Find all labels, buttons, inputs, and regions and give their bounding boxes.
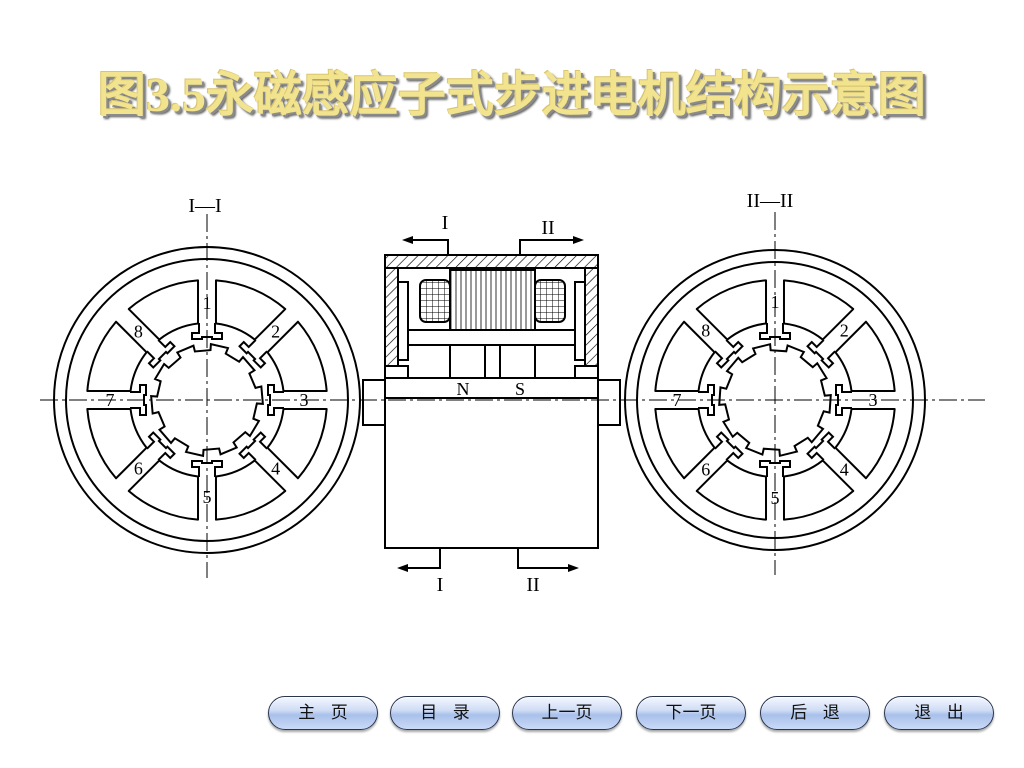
arrow-top-right-label: II bbox=[541, 217, 554, 239]
stator-pole-tip bbox=[238, 339, 268, 369]
pole-number-label: 8 bbox=[134, 321, 143, 341]
stator-slot-block bbox=[86, 320, 148, 393]
stator-pole-tip bbox=[806, 339, 836, 369]
pole-number-label: 7 bbox=[673, 390, 682, 410]
pole-tip-outline bbox=[146, 339, 176, 369]
pole-tip-outline bbox=[714, 339, 744, 369]
stator-slot-block bbox=[695, 459, 768, 521]
stator-slot-block bbox=[127, 459, 200, 521]
housing-top-wall bbox=[384, 254, 599, 269]
arrow-top-left bbox=[402, 236, 449, 255]
section-label-right: II—II bbox=[747, 190, 794, 212]
stator-pole-tip bbox=[146, 431, 176, 461]
stator-slot-block bbox=[654, 320, 716, 393]
arrow-bottom-right-label: II bbox=[526, 574, 539, 596]
arrow-top-left-label: I bbox=[442, 212, 449, 234]
pole-tip-outline bbox=[806, 431, 836, 461]
pole-tip-outline bbox=[238, 431, 268, 461]
housing-left-wall bbox=[384, 267, 399, 367]
pole-number-label: 4 bbox=[840, 459, 849, 479]
stator-slot-block bbox=[695, 279, 768, 341]
lower-housing bbox=[384, 397, 599, 549]
page-title: 图3.5永磁感应子式步进电机结构示意图 bbox=[97, 69, 926, 122]
pole-number-label: 6 bbox=[134, 459, 143, 479]
pole-tip-outline bbox=[806, 339, 836, 369]
inner-left-plate bbox=[397, 281, 409, 361]
previous-page-button[interactable]: 上一页 bbox=[512, 696, 622, 730]
pole-number-label: 3 bbox=[869, 390, 878, 410]
stator-slot-block bbox=[127, 279, 200, 341]
stator-pole-tip bbox=[238, 431, 268, 461]
magnet-base-plate bbox=[407, 329, 576, 346]
home-button[interactable]: 主 页 bbox=[268, 696, 378, 730]
permanent-magnet bbox=[449, 269, 536, 331]
stator-slot-block bbox=[266, 407, 328, 480]
coil-left bbox=[419, 279, 451, 323]
stator-pole-tip bbox=[806, 431, 836, 461]
stator-pole-tip bbox=[714, 339, 744, 369]
pole-number-label: 6 bbox=[701, 459, 710, 479]
stator-slot-block bbox=[86, 407, 148, 480]
center-lines bbox=[40, 212, 985, 578]
back-button[interactable]: 后 退 bbox=[760, 696, 870, 730]
pole-number-label: 4 bbox=[271, 459, 280, 479]
pole-number-label: 2 bbox=[271, 321, 280, 341]
arrow-bottom-right bbox=[517, 548, 579, 572]
exit-button[interactable]: 退 出 bbox=[884, 696, 994, 730]
pole-tip-outline bbox=[146, 431, 176, 461]
stator-slot-block bbox=[654, 407, 716, 480]
stator-slot-block bbox=[782, 279, 855, 341]
pole-tip-outline bbox=[238, 339, 268, 369]
south-pole-label: S bbox=[515, 379, 525, 399]
shaft-left bbox=[362, 379, 386, 426]
stator-slot-block bbox=[214, 459, 287, 521]
stator-pole-tip bbox=[146, 339, 176, 369]
housing-right-wall bbox=[584, 267, 599, 367]
pole-number-label: 8 bbox=[701, 321, 710, 341]
inner-right-plate bbox=[574, 281, 586, 361]
contents-button[interactable]: 目 录 bbox=[390, 696, 500, 730]
pole-tip-outline bbox=[714, 431, 744, 461]
coil-right bbox=[534, 279, 566, 323]
arrow-top-right bbox=[519, 236, 584, 255]
section-label-left: I—I bbox=[188, 195, 221, 217]
stator-slot-block bbox=[214, 279, 287, 341]
arrow-bottom-left-label: I bbox=[437, 574, 444, 596]
arrow-bottom-left bbox=[397, 548, 441, 572]
pole-number-label: 2 bbox=[840, 321, 849, 341]
north-pole-label: N bbox=[457, 379, 470, 399]
next-page-button[interactable]: 下一页 bbox=[636, 696, 746, 730]
stator-pole-tip bbox=[714, 431, 744, 461]
shaft-right bbox=[597, 379, 621, 426]
side-view: N S I II I II bbox=[362, 212, 621, 596]
stator-slot-block bbox=[782, 459, 855, 521]
magnet-bar bbox=[384, 377, 599, 399]
stator-slot-block bbox=[266, 320, 328, 393]
stator-slot-block bbox=[834, 407, 896, 480]
stator-slot-block bbox=[834, 320, 896, 393]
